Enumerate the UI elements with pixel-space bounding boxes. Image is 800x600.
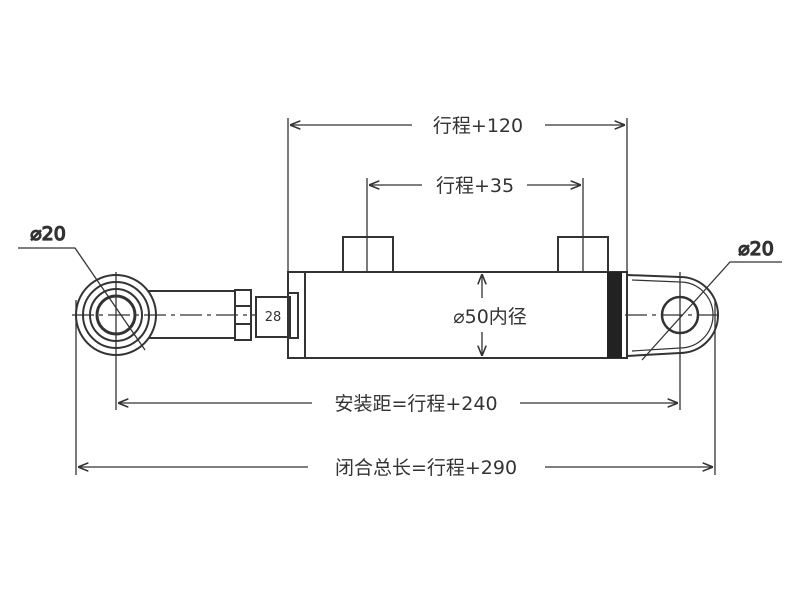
dim-stroke-35-label: 行程+35 [436, 175, 514, 197]
end-cap-band [607, 272, 622, 358]
leader-right-eye: ⌀20 [641, 237, 782, 361]
right-eye-diameter-label: ⌀20 [738, 238, 774, 260]
dim-stroke-120-label: 行程+120 [433, 115, 523, 137]
left-eye-diameter-label: ⌀20 [30, 223, 66, 245]
oil-port-left [342, 236, 394, 273]
leader-left-eye: ⌀20 [18, 222, 146, 351]
dim-closed-length: 闭合总长=行程+290 [78, 457, 713, 479]
dim-mounting-distance-label: 安装距=行程+240 [334, 393, 497, 415]
dim-stroke-120: 行程+120 [290, 115, 625, 137]
dim-mounting-distance: 安装距=行程+240 [118, 393, 678, 415]
dim-closed-length-label: 闭合总长=行程+290 [335, 457, 517, 479]
rod-size-label: 28 [265, 310, 282, 325]
dim-bore: ⌀50内径 [453, 274, 527, 356]
dim-stroke-35: 行程+35 [369, 175, 581, 197]
dim-bore-label: ⌀50内径 [453, 306, 527, 328]
piston-rod [148, 289, 299, 341]
